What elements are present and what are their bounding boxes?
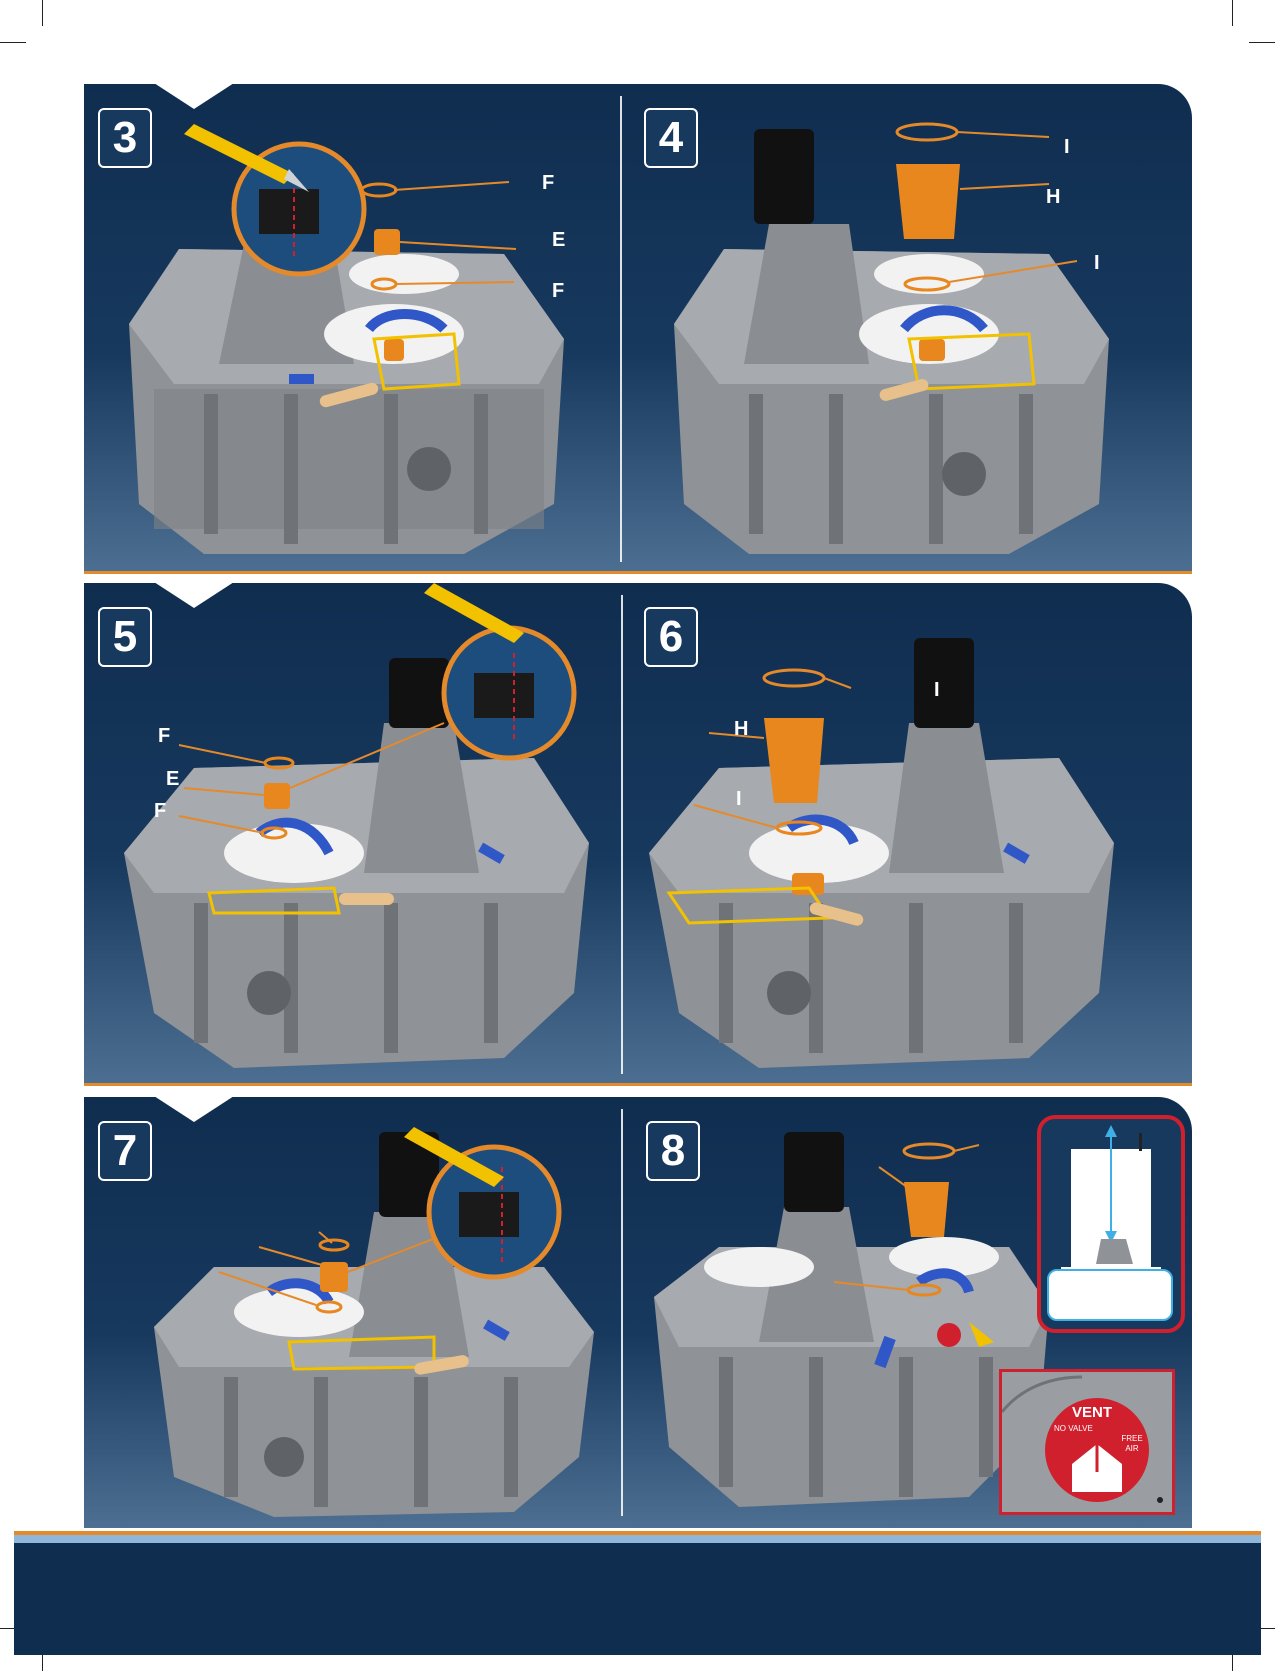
part-label: F — [158, 725, 170, 748]
part-label: I — [1064, 136, 1070, 159]
tank-illustration — [654, 1132, 1049, 1507]
tank-illustration — [129, 244, 564, 554]
steps-band-2: 5 — [84, 583, 1192, 1086]
vent-right-text: FREE AIR — [1120, 1434, 1144, 1454]
height-diagram-panel — [1037, 1115, 1185, 1333]
steps-band-3: 7 — [84, 1097, 1192, 1528]
vent-sticker-icon — [1002, 1372, 1172, 1512]
band-underline — [84, 1083, 1192, 1086]
detail-magnifier — [444, 628, 574, 758]
vent-sticker-detail: VENT NO VALVE FREE AIR — [999, 1369, 1175, 1515]
footer-blue-stripe — [14, 1535, 1261, 1543]
illustration-step-5 — [84, 583, 621, 1073]
panel-divider — [620, 96, 622, 562]
band-underline — [84, 571, 1192, 574]
illustration-step-3 — [84, 84, 620, 564]
height-arrow-icon — [1041, 1119, 1181, 1279]
part-label: F — [154, 800, 166, 823]
page-footer — [14, 1531, 1261, 1655]
crop-mark — [42, 0, 43, 26]
illustration-step-6 — [629, 583, 1189, 1073]
panel-divider — [621, 1109, 623, 1516]
illustration-step-4 — [629, 84, 1189, 564]
crop-mark — [1232, 0, 1233, 26]
part-label: E — [552, 229, 565, 252]
part-label: E — [166, 768, 179, 791]
detail-magnifier — [429, 1147, 559, 1277]
part-label: I — [1094, 252, 1100, 275]
part-label: F — [552, 280, 564, 303]
tank-illustration — [674, 129, 1109, 554]
vent-left-text: NO VALVE — [1054, 1424, 1093, 1433]
part-label: I — [736, 788, 742, 811]
crop-mark — [1249, 42, 1275, 43]
utility-knife-icon — [424, 583, 524, 643]
steps-band-1: 3 — [84, 84, 1192, 574]
crop-mark — [0, 42, 26, 43]
part-label: F — [542, 172, 554, 195]
part-label: H — [1046, 186, 1060, 209]
height-caption-box — [1047, 1269, 1173, 1321]
vent-title: VENT — [1072, 1404, 1112, 1421]
part-label: H — [734, 718, 748, 741]
tank-illustration — [649, 638, 1114, 1068]
illustration-step-7 — [84, 1097, 621, 1527]
panel-divider — [621, 595, 623, 1074]
part-label: I — [934, 679, 940, 702]
